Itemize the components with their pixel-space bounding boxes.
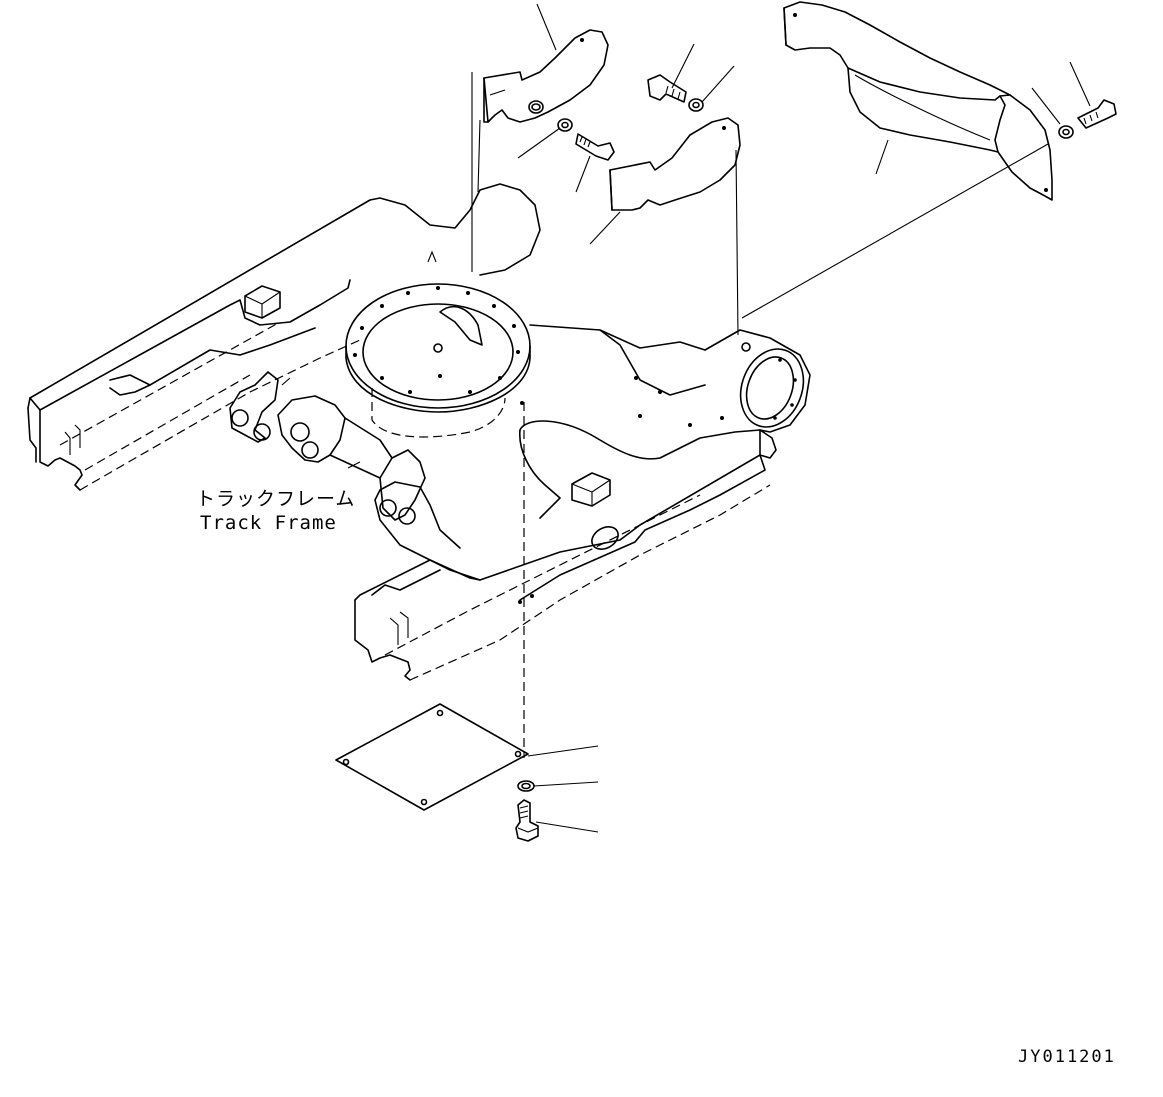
washer-left [557, 118, 573, 132]
assembly-lines [471, 72, 1049, 758]
drawing-code: JY011201 [1018, 1047, 1116, 1067]
bolt-left [575, 133, 615, 161]
callout-leaders [517, 3, 1091, 833]
bottom-cover-plate [335, 703, 529, 811]
washer-right [1058, 125, 1074, 139]
track-frame [27, 183, 811, 681]
shroud-cover-right [783, 1, 1053, 201]
washer-bottom [517, 780, 535, 792]
cover-bracket-left [483, 29, 609, 123]
track-frame-label-en: Track Frame [200, 512, 337, 534]
bolt-bottom [515, 799, 539, 842]
cover-bracket-middle [609, 117, 741, 211]
track-frame-label-jp: トラックフレーム [196, 488, 356, 510]
washer-middle [688, 98, 704, 112]
bolt-middle [647, 74, 687, 103]
bolt-right [1077, 99, 1117, 129]
